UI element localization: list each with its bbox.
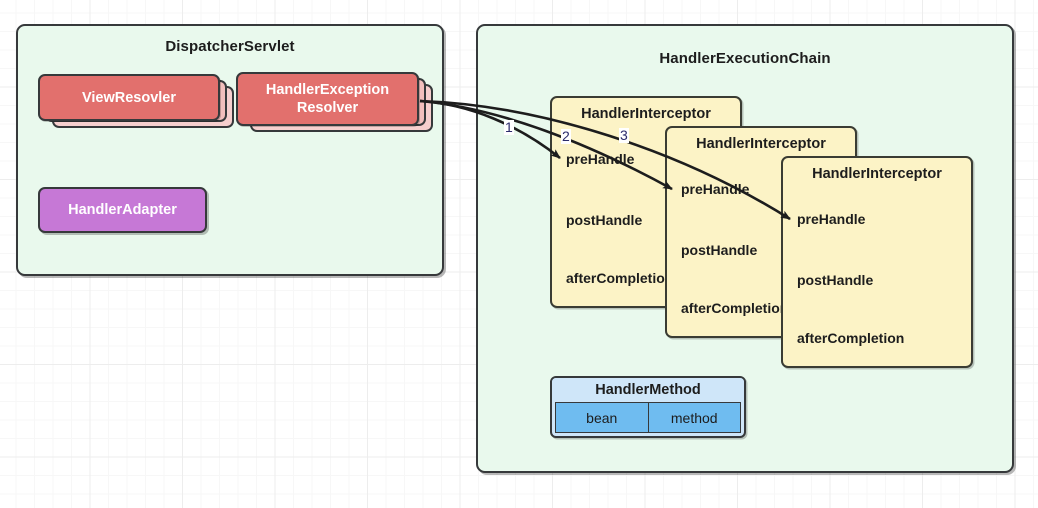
view-resolver-stack[interactable]: ViewResovler <box>38 74 234 140</box>
handler-method-cell-method: method <box>647 403 740 432</box>
handler-execution-chain-title: HandlerExecutionChain <box>659 50 831 67</box>
handler-interceptor-1-afterCompletion: afterCompletion <box>566 270 674 286</box>
handler-method-row: bean method <box>555 402 741 433</box>
handler-interceptor-3[interactable]: HandlerInterceptor preHandle postHandle … <box>781 156 973 368</box>
handler-exception-resolver-label-line1: HandlerException <box>265 82 390 98</box>
view-resolver-card[interactable]: ViewResovler <box>38 74 220 121</box>
handler-adapter-card[interactable]: HandlerAdapter <box>38 187 207 233</box>
panel-dispatcher-servlet[interactable]: DispatcherServlet <box>16 24 444 276</box>
handler-interceptor-1-title: HandlerInterceptor <box>581 106 711 122</box>
handler-exception-resolver-label-line2: Resolver <box>296 100 359 116</box>
handler-exception-resolver-stack[interactable]: HandlerException Resolver <box>236 72 436 142</box>
edge-3-label: 3 <box>619 127 629 143</box>
handler-method-cell-bean: bean <box>556 403 648 432</box>
handler-interceptor-3-afterCompletion: afterCompletion <box>797 330 905 346</box>
handler-interceptor-2-title: HandlerInterceptor <box>696 136 826 152</box>
handler-method-table[interactable]: HandlerMethod bean method <box>550 376 746 438</box>
handler-interceptor-3-preHandle: preHandle <box>797 211 866 227</box>
handler-interceptor-3-postHandle: postHandle <box>797 272 874 288</box>
handler-interceptor-1-preHandle: preHandle <box>566 151 635 167</box>
view-resolver-label: ViewResovler <box>81 89 177 106</box>
handler-method-title: HandlerMethod <box>552 378 744 402</box>
edge-1-label: 1 <box>504 119 514 135</box>
handler-adapter-label: HandlerAdapter <box>68 202 177 218</box>
dispatcher-servlet-title: DispatcherServlet <box>165 38 295 55</box>
handler-interceptor-3-title: HandlerInterceptor <box>812 166 942 182</box>
handler-interceptor-2-afterCompletion: afterCompletion <box>681 300 789 316</box>
handler-interceptor-2-preHandle: preHandle <box>681 181 750 197</box>
handler-interceptor-2-postHandle: postHandle <box>681 242 758 258</box>
handler-exception-resolver-card[interactable]: HandlerException Resolver <box>236 72 419 126</box>
edge-2-label: 2 <box>561 128 571 144</box>
handler-interceptor-1-postHandle: postHandle <box>566 212 643 228</box>
